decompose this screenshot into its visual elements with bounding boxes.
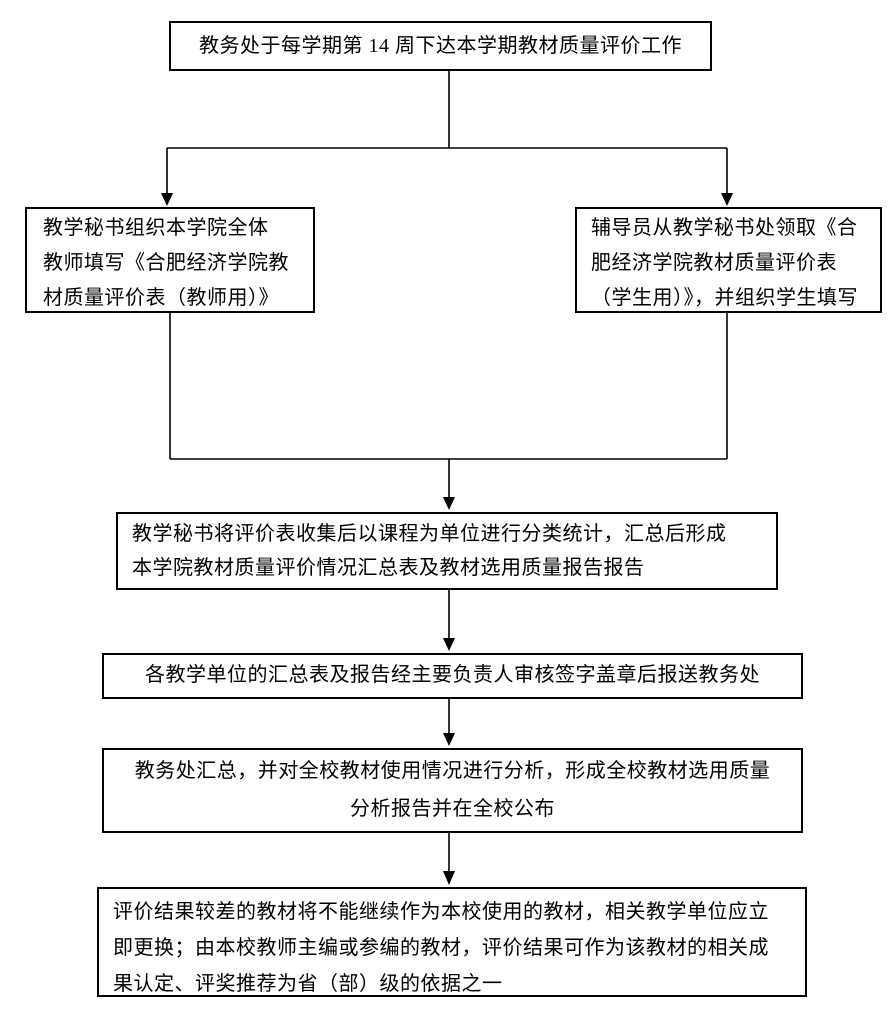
flow-box-analyze-line-1: 教务处汇总，并对全校教材使用情况进行分析，形成全校教材选用质量 [134, 760, 771, 782]
arrow-down-icon [443, 871, 455, 885]
flow-box-start-text: 教务处于每学期第 14 周下达本学期教材质量评价工作 [199, 35, 682, 57]
flow-box-student-fill: 辅导员从教学秘书处领取《合 肥经济学院教材质量评价表 （学生用）》，并组织学生填… [575, 207, 882, 313]
flow-box-result-line-2: 即更换；由本校教师主编或参编的教材，评价结果可作为该教材的相关成 [113, 937, 769, 959]
flow-box-result-line-1: 评价结果较差的教材将不能继续作为本校使用的教材，相关教学单位应立 [113, 901, 769, 923]
flow-box-student-line-2: 肥经济学院教材质量评价表 [591, 252, 837, 274]
arrow-down-icon [161, 193, 173, 206]
flow-box-student-line-3: （学生用）》，并组织学生填写 [591, 287, 858, 309]
flow-box-analyze-line-2: 分析报告并在全校公布 [350, 798, 555, 820]
arrow-down-icon [443, 733, 455, 746]
flow-box-teacher-fill: 教学秘书组织本学院全体 教师填写《合肥经济学院教 材质量评价表（教师用）》 [25, 207, 315, 313]
flow-box-teacher-line-1: 教学秘书组织本学院全体 [43, 217, 269, 239]
flow-box-result-handling: 评价结果较差的教材将不能继续作为本校使用的教材，相关教学单位应立 即更换；由本校… [97, 887, 807, 997]
flow-box-result-line-3: 果认定、评奖推荐为省（部）级的依据之一 [113, 973, 503, 995]
flow-box-start: 教务处于每学期第 14 周下达本学期教材质量评价工作 [169, 21, 712, 71]
arrow-down-icon [721, 193, 733, 206]
flow-box-analyze-publish: 教务处汇总，并对全校教材使用情况进行分析，形成全校教材选用质量 分析报告并在全校… [102, 748, 803, 833]
flow-box-collect-summarize: 教学秘书将评价表收集后以课程为单位进行分类统计，汇总后形成 本学院教材质量评价情… [116, 512, 778, 590]
flow-box-teacher-line-2: 教师填写《合肥经济学院教 [43, 252, 289, 274]
flow-box-collect-line-1: 教学秘书将评价表收集后以课程为单位进行分类统计，汇总后形成 [132, 523, 727, 545]
arrow-down-icon [443, 638, 455, 651]
flow-box-student-line-1: 辅导员从教学秘书处领取《合 [591, 217, 858, 239]
flow-box-submit-text: 各教学单位的汇总表及报告经主要负责人审核签字盖章后报送教务处 [145, 664, 760, 686]
flow-box-submit-report: 各教学单位的汇总表及报告经主要负责人审核签字盖章后报送教务处 [102, 653, 803, 699]
flow-box-collect-line-2: 本学院教材质量评价情况汇总表及教材选用质量报告报告 [132, 557, 645, 579]
flow-box-teacher-line-3: 材质量评价表（教师用）》 [43, 287, 279, 309]
arrow-down-icon [443, 497, 455, 510]
